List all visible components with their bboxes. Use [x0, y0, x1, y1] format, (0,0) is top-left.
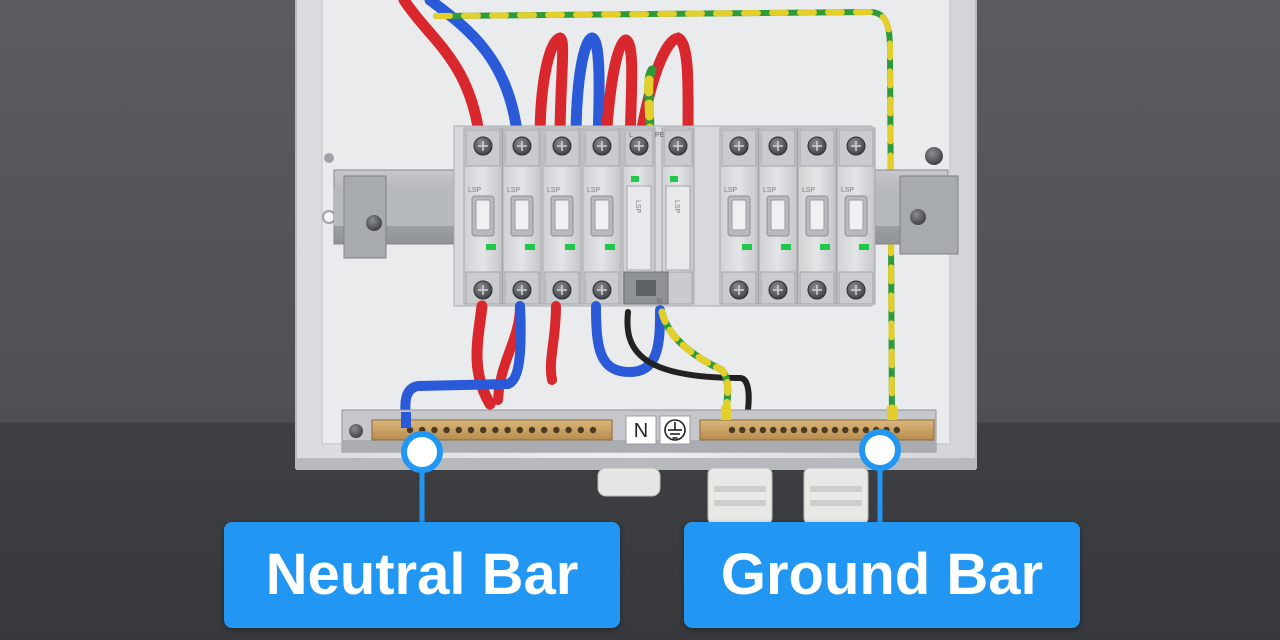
spd-labels: L PE N — [629, 132, 665, 305]
breaker-brand-label: LSP — [507, 187, 521, 194]
neutral-bar-hole — [516, 426, 523, 434]
ground-bar-hole — [739, 426, 746, 434]
breaker-module: LSP — [463, 127, 503, 305]
ground-bar-hole — [780, 426, 787, 434]
breaker-brand-label: LSP — [724, 187, 738, 194]
ground-bar-hole — [790, 426, 797, 434]
neutral-bar-hole — [455, 426, 462, 434]
status-indicator — [486, 244, 496, 250]
neutral-bar-hole — [467, 426, 475, 434]
ground-bar-hole — [821, 426, 828, 434]
ground-symbol-icon — [659, 415, 691, 445]
breaker-brand-label: LSP — [468, 187, 482, 194]
neutral-symbol-label: N — [625, 415, 657, 445]
surge-protector-module: LSP — [661, 127, 695, 305]
spd-label-line: L — [629, 132, 633, 139]
neutral-bar-hole — [406, 426, 414, 434]
breaker-module: LSP — [836, 127, 876, 305]
ground-bar-hole — [749, 426, 756, 434]
spd-label-pe: PE — [655, 132, 665, 139]
ground-bar-hole — [800, 426, 808, 434]
status-indicator — [859, 244, 869, 250]
breaker-module: LSP — [797, 127, 837, 305]
spd-brand-label: LSP — [634, 200, 641, 214]
breaker-module: LSP — [502, 127, 542, 305]
neutral-bar-hole — [528, 426, 536, 434]
status-indicator — [525, 244, 535, 250]
ground-bar-hole — [893, 426, 900, 434]
neutral-bar-hole — [577, 426, 584, 434]
neutral-bar-hole — [589, 426, 597, 434]
status-indicator — [742, 244, 752, 250]
ground-bar-hole — [728, 426, 736, 434]
spd-neutral-terminal — [623, 271, 669, 305]
cable-glands — [597, 467, 869, 525]
breaker-brand-label: LSP — [587, 187, 601, 194]
breaker-brand-label: LSP — [841, 187, 855, 194]
breaker-brand-label: LSP — [802, 187, 816, 194]
breaker-module: LSP — [582, 127, 622, 305]
status-indicator — [565, 244, 575, 250]
neutral-bar-hole — [541, 426, 548, 434]
status-indicator — [631, 176, 639, 182]
spd-brand-label: LSP — [673, 200, 680, 214]
ground-bar-hole — [831, 426, 839, 434]
status-indicator — [820, 244, 830, 250]
status-indicator — [605, 244, 615, 250]
breaker-module: LSP — [719, 127, 759, 305]
bar-terminations — [401, 406, 897, 428]
callout-pointers — [401, 429, 901, 524]
ground-bar-hole — [862, 426, 870, 434]
neutral-bar-hole — [565, 426, 572, 434]
ground-bar-callout: Ground Bar — [684, 522, 1080, 628]
neutral-bar-hole — [553, 426, 560, 434]
breaker-row: LSP LSP LSP LSP LSP LSP LSP LSP LSP LSP — [453, 125, 876, 307]
ground-bar — [699, 419, 935, 441]
neutral-bar-hole — [431, 426, 438, 434]
spd-label-neutral: N — [657, 298, 662, 305]
ground-bar-hole — [852, 426, 859, 434]
bottom-wires — [400, 300, 752, 423]
neutral-bar-hole — [504, 426, 511, 434]
breaker-brand-label: LSP — [547, 187, 561, 194]
breaker-module: LSP — [758, 127, 798, 305]
ground-bar-hole — [759, 426, 767, 434]
ground-bar-hole — [842, 426, 849, 434]
neutral-bar-callout: Neutral Bar — [224, 522, 620, 628]
breaker-brand-label: LSP — [763, 187, 777, 194]
status-indicator — [670, 176, 678, 182]
neutral-pointer-dot — [401, 431, 443, 473]
ground-bar-hole — [770, 426, 777, 434]
ground-pointer-dot — [859, 429, 901, 471]
neutral-bar-hole — [480, 426, 487, 434]
neutral-bar-hole — [492, 426, 499, 434]
neutral-symbol-text: N — [634, 420, 648, 442]
ground-bar-hole — [811, 426, 818, 434]
breaker-module: LSP — [542, 127, 582, 305]
neutral-bar-hole — [443, 426, 450, 434]
status-indicator — [781, 244, 791, 250]
